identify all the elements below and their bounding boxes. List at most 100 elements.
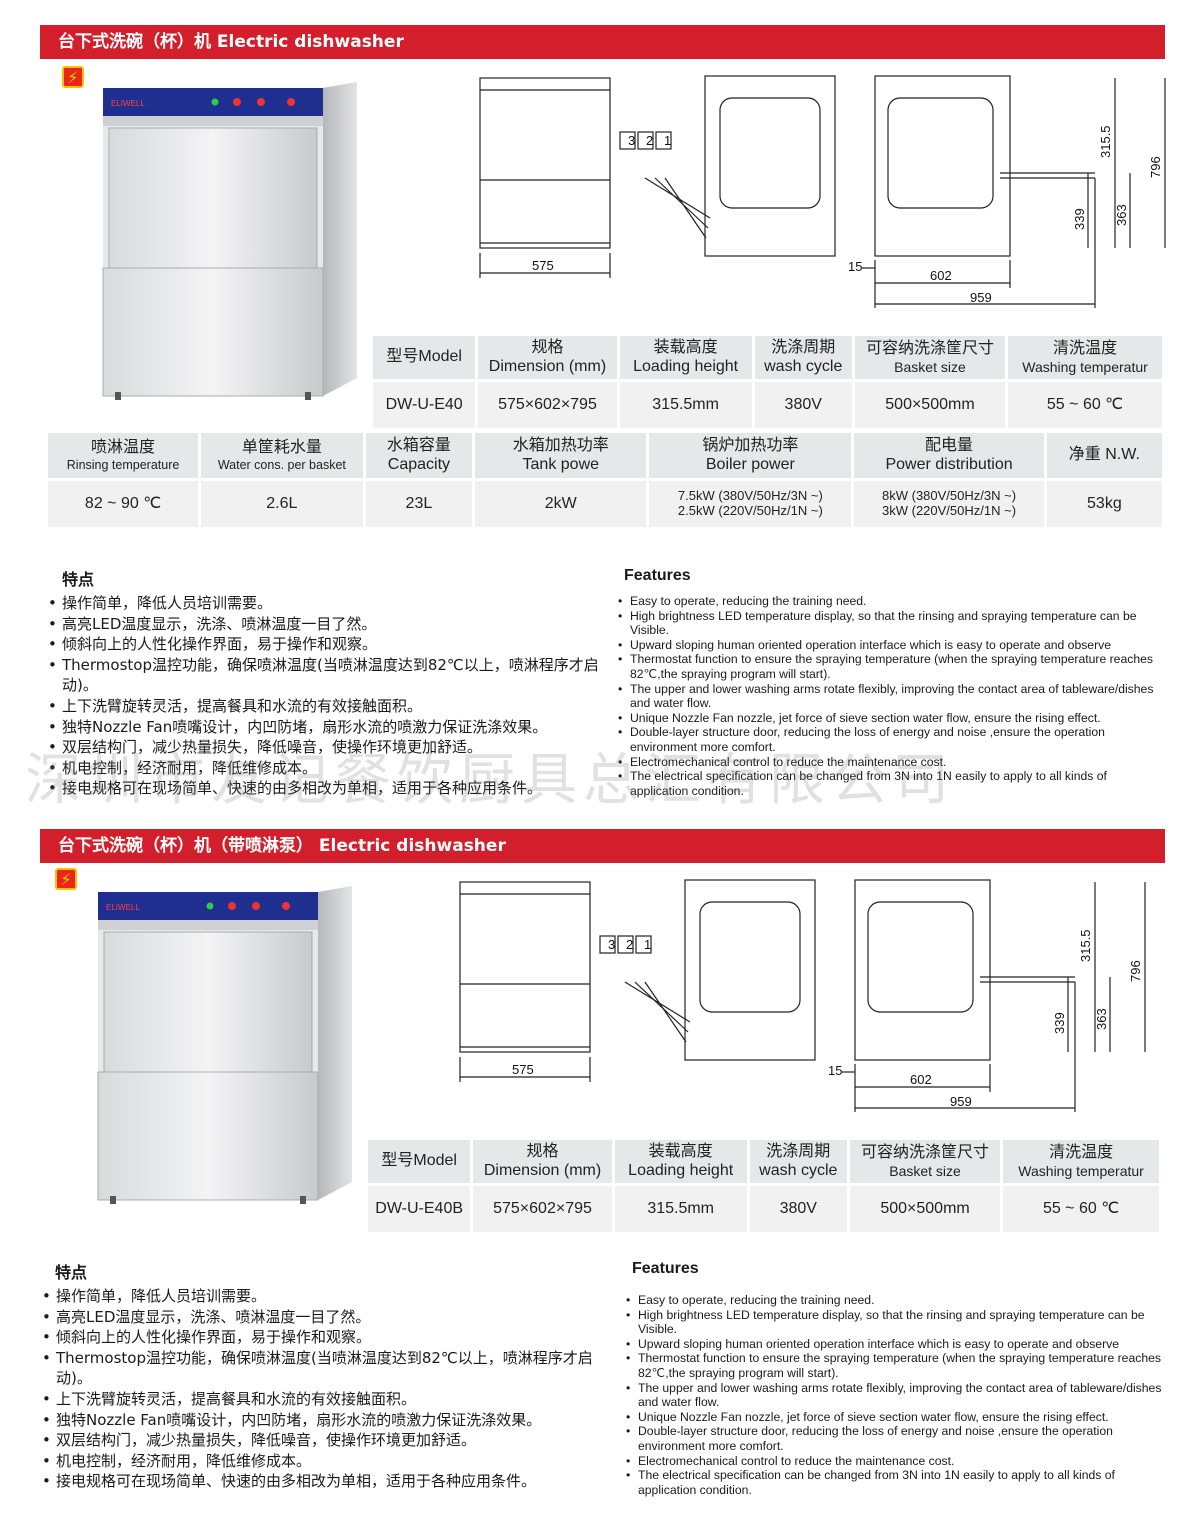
cell-tank-power: 2kW [475,481,647,527]
dim-height-total: 796 [1148,156,1163,178]
table-row: 82 ~ 90 ℃ 2.6L 23L 2kW 7.5kW (380V/50Hz/… [48,481,1162,527]
list-item: 双层结构门，减少热量损失，降低噪音，使操作环境更加舒适。 [42,1430,610,1451]
dim-339: 339 [1072,208,1087,230]
list-item: Thermostat function to ensure the sprayi… [618,652,1158,681]
list-item: 倾斜向上的人性化操作界面，易于操作和观察。 [48,634,608,655]
cell-net-weight: 53kg [1046,481,1162,527]
list-item: Upward sloping human oriented operation … [618,638,1158,653]
cell-basket: 500×500mm [854,382,1006,428]
cell-capacity: 23L [365,481,473,527]
list-item: High brightness LED temperature display,… [626,1308,1171,1337]
list-item: The electrical specification can be chan… [618,769,1158,798]
features-zh-title: 特点 [62,572,95,589]
list-item: 高亮LED温度显示，洗涤、喷淋温度一目了然。 [42,1307,610,1328]
dim-363: 363 [1114,204,1129,226]
dim-width: 575 [512,1062,534,1077]
table-row: DW-U-E40B 575×602×795 315.5mm 380V 500×5… [368,1186,1159,1232]
list-item: 接电规格可在现场简单、快速的由多相改为单相，适用于各种应用条件。 [48,778,608,799]
company-watermark: 深圳市友记餐饮厨具总汇有限公司 [25,748,955,813]
list-item: Easy to operate, reducing the training n… [618,594,1158,609]
list-item: 独特Nozzle Fan喷嘴设计，内凹防堵，扇形水流的喷激力保证洗涤效果。 [48,717,608,738]
list-item: Electromechanical control to reduce the … [626,1454,1171,1469]
callout-1: 1 [664,133,671,148]
list-item: 上下洗臂旋转灵活，提高餐具和水流的有效接触面积。 [42,1389,610,1410]
col-model: 型号Model [368,1140,471,1186]
table-row: DW-U-E40 575×602×795 315.5mm 380V 500×50… [373,382,1162,428]
features-en-title: Features [632,1260,699,1277]
cell-model: DW-U-E40B [368,1186,471,1232]
cell-rinsing-temp: 82 ~ 90 ℃ [48,481,199,527]
list-item: Unique Nozzle Fan nozzle, jet force of s… [618,711,1158,726]
features-en-title: Features [624,567,691,584]
cell-cycle: 380V [754,382,852,428]
list-item: The upper and lower washing arms rotate … [618,682,1158,711]
cell-loading: 315.5mm [619,382,752,428]
cell-boiler-power: 7.5kW (380V/50Hz/3N ~) 2.5kW (220V/50Hz/… [649,481,852,527]
list-item: Double-layer structure door, reducing th… [626,1424,1171,1453]
cell-water-cons: 2.6L [201,481,363,527]
cell-washing-temp: 55 ~ 60 ℃ [1003,1186,1159,1232]
dim-height-total: 796 [1128,960,1143,982]
list-item: The electrical specification can be chan… [626,1468,1171,1497]
list-item: 倾斜向上的人性化操作界面，易于操作和观察。 [42,1327,610,1348]
dim-depth: 602 [930,268,952,283]
list-item: 接电规格可在现场简单、快速的由多相改为单相，适用于各种应用条件。 [42,1471,610,1492]
features-zh-list: 操作简单，降低人员培训需要。 高亮LED温度显示，洗涤、喷淋温度一目了然。 倾斜… [42,1286,610,1492]
features-zh-title: 特点 [55,1265,88,1282]
cell-cycle: 380V [749,1186,847,1232]
dim-loading: 315.5 [1078,929,1093,962]
cell-basket: 500×500mm [849,1186,1001,1232]
svg-text:ELIWELL: ELIWELL [111,99,145,108]
list-item: 操作简单，降低人员培训需要。 [42,1286,610,1307]
dim-total-depth: 959 [970,290,992,305]
dim-depth: 602 [910,1072,932,1087]
list-item: 操作简单，降低人员培训需要。 [48,593,608,614]
list-item: High brightness LED temperature display,… [618,609,1158,638]
dim-loading: 315.5 [1098,125,1113,158]
features-en-list: Easy to operate, reducing the training n… [618,594,1158,798]
lightning-bolt-icon: ⚡ [55,868,77,890]
product-photo-dishwasher-pump: ELIWELL [97,886,352,1204]
list-item: 上下洗臂旋转灵活，提高餐具和水流的有效接触面积。 [48,696,608,717]
svg-text:ELIWELL: ELIWELL [106,903,140,912]
list-item: Easy to operate, reducing the training n… [626,1293,1171,1308]
list-item: Double-layer structure door, reducing th… [618,725,1158,754]
col-model: 型号Model [373,336,476,382]
section1-banner: 台下式洗碗（杯）机 Electric dishwasher [40,25,1165,59]
dimension-drawing: 3 2 1 575 602 959 15 796 315.5 339 363 [479,75,1166,308]
dim-339: 339 [1052,1012,1067,1034]
cell-washing-temp: 55 ~ 60 ℃ [1008,382,1162,428]
callout-2: 2 [626,937,633,952]
list-item: Thermostop温控功能，确保喷淋温度(当喷淋温度达到82℃以上，喷淋程序才… [48,655,608,696]
callout-3: 3 [608,937,615,952]
callout-3: 3 [628,133,635,148]
list-item: 独特Nozzle Fan喷嘴设计，内凹防堵，扇形水流的喷激力保证洗涤效果。 [42,1410,610,1431]
list-item: Thermostop温控功能，确保喷淋温度(当喷淋温度达到82℃以上，喷淋程序才… [42,1348,610,1389]
list-item: Upward sloping human oriented operation … [626,1337,1171,1352]
list-item: 机电控制，经济耐用，降低维修成本。 [48,758,608,779]
list-item: 双层结构门，减少热量损失，降低噪音，使操作环境更加舒适。 [48,737,608,758]
section2-banner: 台下式洗碗（杯）机（带喷淋泵） Electric dishwasher [40,829,1165,863]
list-item: 高亮LED温度显示，洗涤、喷淋温度一目了然。 [48,614,608,635]
dim-width: 575 [532,258,554,273]
list-item: Electromechanical control to reduce the … [618,755,1158,770]
product-photo-dishwasher: ELIWELL [102,82,357,400]
list-item: The upper and lower washing arms rotate … [626,1381,1171,1410]
col-net-weight: 净重 N.W. [1046,433,1162,481]
lightning-bolt-icon: ⚡ [62,66,84,88]
